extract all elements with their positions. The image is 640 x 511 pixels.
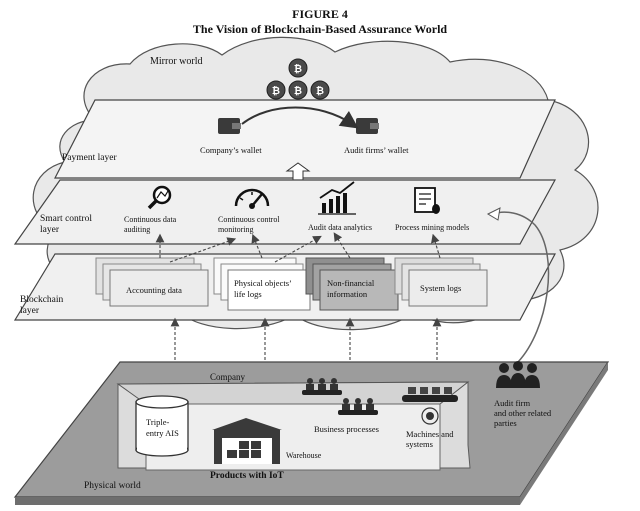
machines-label-line2: systems	[406, 439, 433, 449]
products-label: Products with IoT	[210, 471, 284, 481]
warehouse-label: Warehouse	[286, 451, 322, 460]
smart-item-label-line2: auditing	[124, 225, 150, 234]
block-label-line1: Physical objects’	[234, 278, 292, 288]
feedback-arrowhead-icon	[486, 207, 501, 221]
audit-firm-people-icon	[496, 361, 540, 388]
smart-item-label-line2: monitoring	[218, 225, 254, 234]
database-cylinder-icon	[135, 395, 189, 457]
company-wallet-icon	[218, 118, 241, 134]
mirror-world-label: Mirror world	[150, 56, 203, 67]
system-logs-block	[394, 257, 488, 307]
document-bug-icon	[414, 187, 440, 214]
ais-label-line2: entry AIS	[146, 428, 179, 438]
ground-edge	[15, 497, 520, 505]
machines-conveyor-icon	[402, 387, 458, 425]
business-process-icon	[302, 378, 342, 395]
audit-firm-label-line1: Audit firm	[494, 398, 531, 408]
company-label: Company	[210, 372, 245, 382]
block-label-line1: System logs	[420, 283, 461, 293]
audit-wallet-icon	[356, 118, 379, 134]
magnifier-chart-icon	[147, 185, 172, 210]
ais-label-line1: Triple-	[146, 417, 169, 427]
svg-text:₿: ₿	[316, 85, 324, 97]
bitcoin-coins-icon: ₿ ₿ ₿ ₿	[266, 58, 330, 100]
block-label-line2: life logs	[234, 289, 262, 299]
svg-text:₿: ₿	[294, 63, 302, 75]
smart-control-label-line2: layer	[40, 225, 60, 235]
figure-number: FIGURE 4	[292, 7, 348, 21]
smart-item-label-line1: Continuous control	[218, 215, 280, 224]
audit-firm-label-line2: and other related	[494, 408, 552, 418]
blockchain-label-line1: Blockchain	[20, 295, 64, 305]
smart-control-layer-plane	[13, 179, 557, 245]
block-label-line1: Non-financial	[327, 278, 375, 288]
audit-feedback-arrow	[491, 211, 550, 363]
block-label-line1: Accounting data	[126, 285, 182, 295]
accounting-data-block	[95, 257, 209, 307]
smart-control-label-line1: Smart control	[40, 214, 92, 224]
company-box-inner	[145, 403, 441, 471]
blockchain-label-line2: layer	[20, 306, 40, 316]
speedometer-icon	[234, 188, 270, 209]
smart-item-label-line1: Audit data analytics	[308, 223, 372, 232]
smart-item-label-line1: Continuous data	[124, 215, 177, 224]
svg-text:₿: ₿	[272, 85, 280, 97]
warehouse-icon	[212, 418, 282, 464]
audit-wallet-label: Audit firms’ wallet	[344, 145, 409, 155]
business-processes-label: Business processes	[314, 424, 379, 434]
figure-title: The Vision of Blockchain-Based Assurance…	[193, 22, 447, 36]
business-process-icon	[338, 398, 378, 415]
company-wallet-label: Company’s wallet	[200, 145, 262, 155]
audit-firm-label-line3: parties	[494, 418, 517, 428]
payment-layer-label: Payment layer	[62, 153, 117, 163]
physical-life-logs-block	[213, 257, 311, 311]
payment-layer-plane	[54, 99, 556, 179]
block-label-line2: information	[327, 289, 368, 299]
svg-text:₿: ₿	[294, 85, 302, 97]
machines-label-line1: Machines and	[406, 429, 454, 439]
smart-item-label-line1: Process mining models	[395, 223, 469, 232]
ground-side	[520, 362, 608, 505]
payment-transfer-arrow	[241, 106, 359, 129]
bar-chart-trend-icon	[318, 181, 356, 215]
non-financial-block	[305, 257, 399, 311]
physical-world-label: Physical world	[84, 481, 141, 491]
